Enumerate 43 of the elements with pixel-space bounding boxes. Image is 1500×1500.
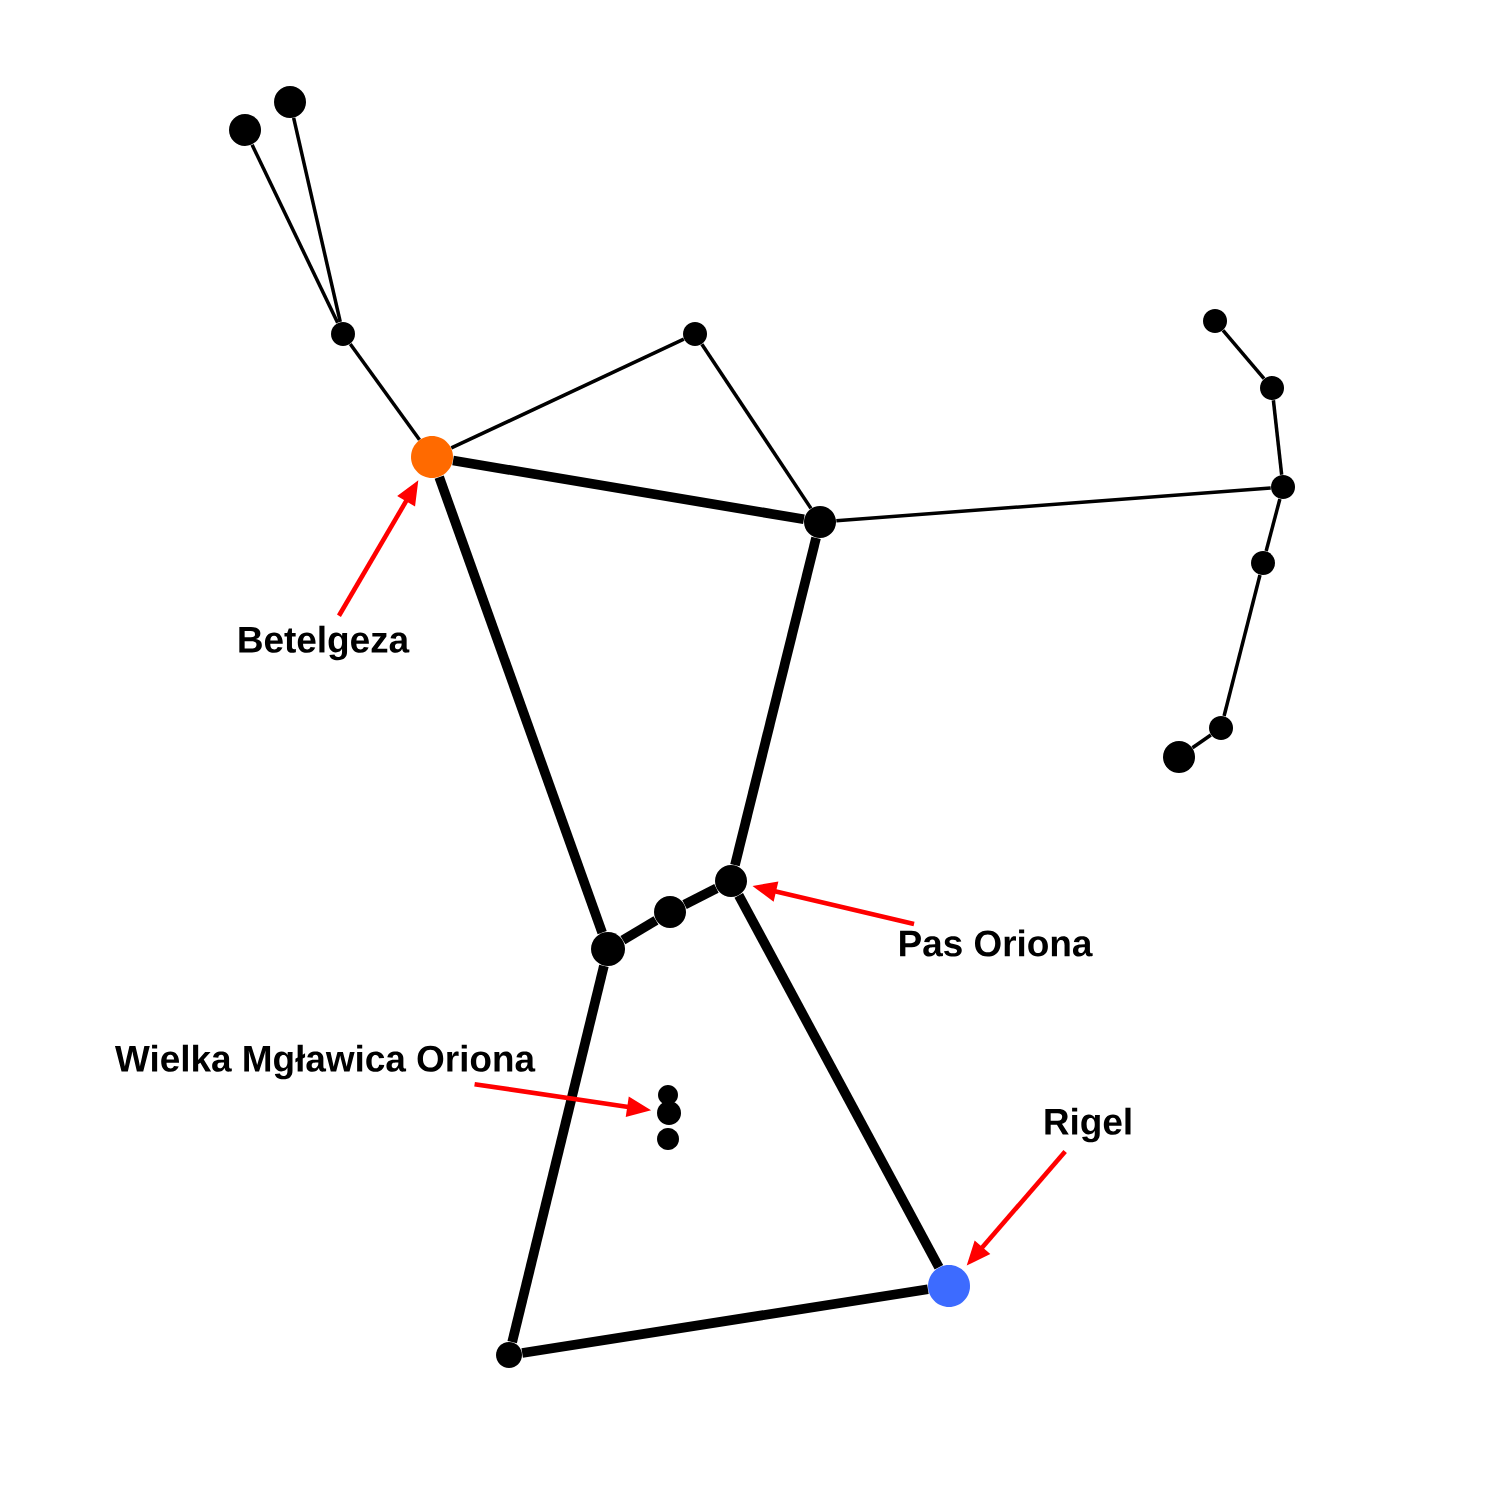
constellation-line bbox=[700, 343, 813, 510]
star-label: Betelgeza bbox=[239, 625, 410, 661]
star-dot bbox=[1163, 741, 1195, 773]
star-dot bbox=[1260, 376, 1284, 400]
star-dot bbox=[591, 932, 625, 966]
star-dot bbox=[804, 506, 836, 538]
star-dot bbox=[274, 86, 306, 118]
constellation-line bbox=[730, 536, 821, 867]
star-dot bbox=[411, 436, 453, 478]
star-dot bbox=[715, 865, 747, 897]
constellation-line bbox=[734, 893, 944, 1270]
star-dot bbox=[928, 1265, 970, 1307]
constellation-line bbox=[836, 486, 1271, 523]
constellation-line bbox=[434, 475, 607, 935]
star-label: Rigel bbox=[1045, 1107, 1131, 1143]
star-dot bbox=[496, 1342, 522, 1368]
star-label: Pas Oriona bbox=[900, 929, 1093, 957]
constellation-line bbox=[620, 916, 659, 945]
constellation-line bbox=[1221, 329, 1266, 380]
constellation-line bbox=[1222, 574, 1262, 717]
constellation-line bbox=[250, 143, 340, 324]
star-label: Wielka Mgławica Oriona bbox=[115, 1044, 536, 1080]
star-dot bbox=[1251, 551, 1275, 575]
star-dot bbox=[331, 322, 355, 346]
star-dot bbox=[654, 896, 686, 928]
constellation-line bbox=[1191, 733, 1212, 750]
star-dot bbox=[657, 1128, 679, 1150]
constellation-line bbox=[1264, 498, 1282, 552]
constellation-line bbox=[452, 455, 805, 525]
star-dot bbox=[1271, 475, 1295, 499]
star-dot bbox=[229, 114, 261, 146]
star-dot bbox=[657, 1101, 681, 1125]
constellation-line bbox=[507, 964, 609, 1344]
constellation-line bbox=[291, 117, 342, 323]
star-dot bbox=[658, 1085, 678, 1105]
constellation-line bbox=[1271, 400, 1284, 475]
star-dot bbox=[1209, 716, 1233, 740]
star-dot bbox=[683, 322, 707, 346]
constellation-line bbox=[682, 884, 719, 909]
star-dot bbox=[1203, 309, 1227, 333]
constellation-line bbox=[450, 337, 685, 450]
constellation-line bbox=[521, 1284, 929, 1358]
constellation-line bbox=[348, 342, 421, 441]
